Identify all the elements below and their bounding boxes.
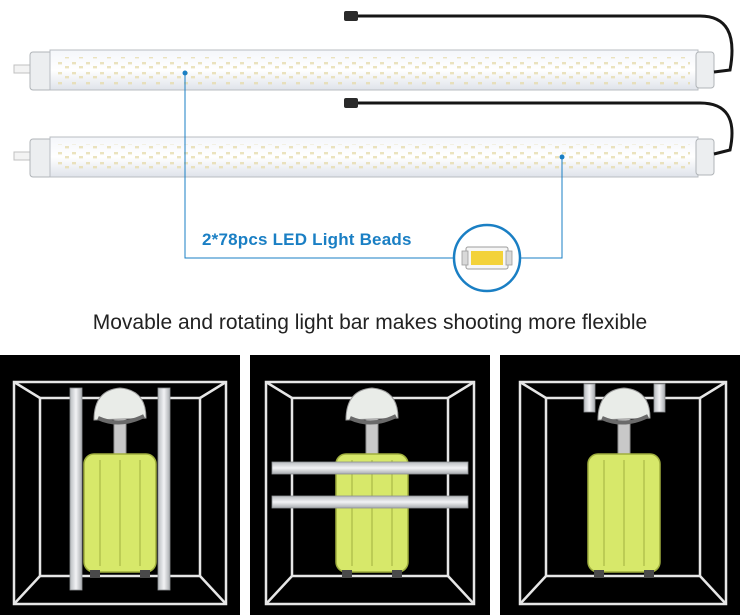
- led-bar-top: [13, 11, 734, 91]
- feature-caption: Movable and rotating light bar makes sho…: [92, 311, 648, 334]
- panel-vertical-bars: [0, 355, 240, 615]
- panel-top-bars: [500, 355, 740, 615]
- callout-connector: [182, 70, 565, 259]
- led-bar-bottom: [13, 98, 734, 178]
- led-beads-label: 2*78pcs LED Light Beads: [202, 230, 412, 249]
- led-chip-icon: [452, 223, 522, 293]
- panel-horizontal-bars: [250, 355, 490, 615]
